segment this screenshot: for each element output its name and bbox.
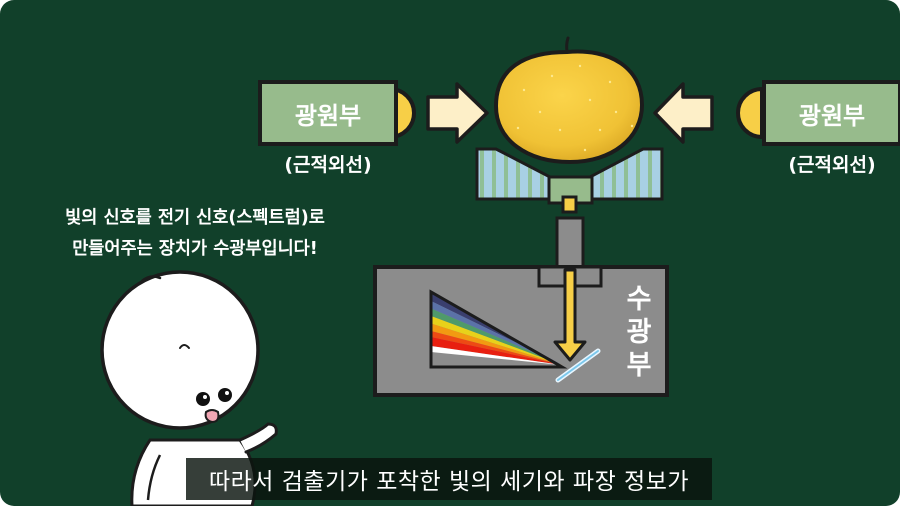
explanation-line-1: 빛의 신호를 전기 신호(스펙트럼)로	[65, 208, 325, 228]
receiver-label-char: 부	[626, 350, 652, 381]
optical-tube	[555, 216, 585, 270]
subtitle-text: 따라서 검출기가 포착한 빛의 세기와 파장 정보가	[208, 469, 690, 495]
pear-speckles	[516, 64, 634, 152]
light-source-left-subtitle: (근적외선)	[284, 154, 372, 176]
pear-sample	[493, 49, 645, 165]
arrow-left-icon	[653, 82, 714, 144]
light-source-left-box: 광원부	[258, 80, 398, 146]
grating-highlight	[557, 350, 599, 381]
spectrum-band	[431, 308, 562, 365]
pear-stem	[565, 36, 570, 54]
spectrum-band	[431, 337, 562, 365]
light-source-right-box: 광원부	[762, 80, 900, 146]
lamp-right	[736, 86, 764, 140]
explanation-text: 빛의 신호를 전기 신호(스펙트럼)로 만들어주는 장치가 수광부입니다!	[20, 203, 370, 265]
light-source-left-title: 광원부	[294, 101, 362, 130]
spectrum-band	[431, 316, 562, 365]
spectrum-band	[431, 323, 562, 365]
light-source-right-subtitle: (근적외선)	[788, 154, 876, 176]
arrow-right-icon	[426, 82, 489, 144]
light-arrow-down	[553, 268, 587, 362]
subtitle-bar: 따라서 검출기가 포착한 빛의 세기와 파장 정보가	[186, 458, 712, 500]
light-source-right-title: 광원부	[798, 101, 866, 130]
light-window	[561, 195, 578, 214]
receiver-box	[373, 265, 669, 397]
spectrum-band	[431, 346, 562, 365]
explanation-line-2: 만들어주는 장치가 수광부입니다!	[72, 239, 318, 259]
receiver-label-char: 광	[626, 317, 652, 348]
spectrum-band	[431, 331, 562, 365]
prism-outline	[429, 289, 568, 369]
receiver-label-char: 수	[626, 284, 652, 315]
